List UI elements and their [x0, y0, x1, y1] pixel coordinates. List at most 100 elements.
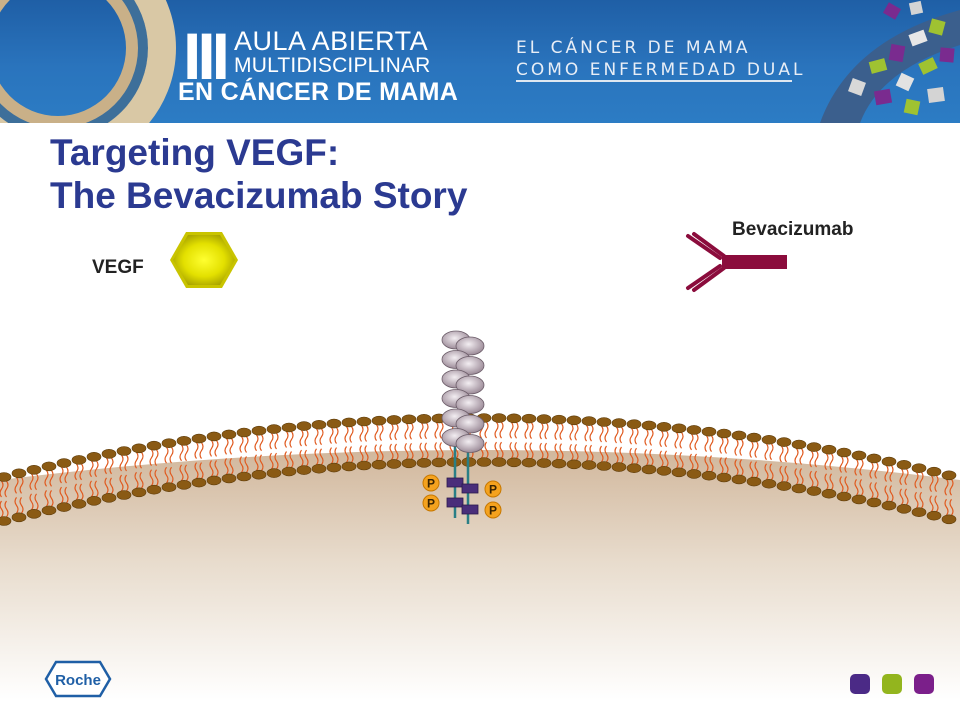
- kinase-domain: [446, 477, 464, 488]
- lipid-head: [716, 428, 732, 439]
- lipid-tail: [929, 475, 934, 513]
- phosphate-label: P: [427, 497, 435, 511]
- lipid-head: [866, 497, 882, 508]
- lipid-tail: [184, 444, 189, 482]
- lipid-tail: [584, 424, 589, 462]
- lipid-tail: [244, 436, 249, 473]
- cell-membrane: [0, 413, 957, 526]
- lipid-head: [746, 432, 762, 443]
- lipid-head: [71, 499, 87, 509]
- lipid-tail: [944, 478, 949, 516]
- lipid-tail: [49, 470, 54, 507]
- lipid-tail: [269, 432, 274, 470]
- lipid-tail: [619, 426, 624, 464]
- lipid-head: [86, 452, 102, 462]
- lipid-tail: [704, 435, 709, 473]
- lipid-head: [281, 422, 297, 433]
- roche-logo-text: Roche: [55, 672, 101, 689]
- lipid-head: [731, 474, 747, 485]
- lipid-tail: [439, 422, 444, 459]
- lipid-tail: [374, 424, 379, 462]
- ig-domain-right: [455, 375, 485, 395]
- lipid-head: [701, 470, 717, 481]
- phosphate-circle: [422, 474, 440, 492]
- lipid-head: [806, 442, 822, 452]
- lipid-head: [806, 486, 822, 496]
- lipid-head: [506, 413, 522, 424]
- lipid-tail: [364, 425, 369, 462]
- vegf-ligand: [170, 232, 238, 288]
- lipid-tail: [19, 476, 24, 514]
- lipid-head: [296, 421, 312, 431]
- lipid-tail: [4, 480, 9, 518]
- ig-domain-right: [455, 336, 485, 356]
- lipid-tail: [554, 423, 559, 460]
- lipid-head: [71, 455, 87, 465]
- lipid-head: [41, 461, 57, 472]
- logo-mark: III: [183, 19, 230, 93]
- lipid-head: [851, 494, 867, 505]
- lipid-head: [431, 457, 447, 468]
- lipid-head: [686, 425, 702, 435]
- lipid-tail: [799, 448, 804, 485]
- lipid-tail: [934, 475, 939, 513]
- lipid-tail: [649, 429, 654, 466]
- lipid-tail: [914, 471, 919, 509]
- lipid-tail: [689, 433, 694, 471]
- lipid-tail: [829, 453, 834, 491]
- lipid-head: [131, 443, 147, 454]
- phosphate-label: P: [489, 504, 497, 518]
- lipid-tail: [119, 454, 124, 492]
- lipid-head: [191, 433, 207, 444]
- lipid-tail: [739, 439, 744, 476]
- lipid-tail: [164, 446, 169, 484]
- lipid-head: [566, 459, 582, 470]
- lipid-head: [236, 427, 252, 438]
- phosphate-label: P: [427, 477, 435, 491]
- lipid-tail: [154, 449, 159, 487]
- lipid-head: [161, 438, 177, 448]
- lipid-head: [671, 423, 687, 434]
- lipid-head: [656, 422, 672, 432]
- lipid-head: [356, 460, 372, 471]
- lipid-tail: [344, 426, 349, 463]
- phosphate-circle: [484, 501, 502, 519]
- lipid-head: [146, 484, 162, 495]
- lipid-head: [761, 434, 777, 445]
- lipid-tail: [824, 453, 829, 491]
- lipid-head: [491, 457, 507, 467]
- lipid-tail: [94, 460, 99, 498]
- lipid-tail: [389, 423, 394, 461]
- lipid-head: [926, 466, 942, 477]
- lipid-tail: [569, 423, 574, 461]
- lipid-tail: [659, 430, 664, 468]
- lipid-tail: [394, 423, 399, 461]
- lipid-head: [56, 458, 72, 468]
- vegf-label: VEGF: [92, 257, 144, 278]
- lipid-tail: [709, 435, 714, 473]
- slide-title-line-1: Targeting VEGF:: [50, 132, 340, 173]
- lipid-tail: [539, 422, 544, 460]
- lipid-head: [0, 516, 12, 526]
- lipid-tail: [124, 454, 129, 492]
- lipid-tail: [719, 437, 724, 474]
- green-square: [882, 674, 902, 694]
- lipid-tail: [134, 451, 139, 489]
- lipid-tail: [419, 422, 424, 460]
- lipid-head: [296, 465, 312, 475]
- lipid-tail: [784, 445, 789, 483]
- lipid-head: [521, 457, 537, 468]
- lipid-tail: [199, 442, 204, 479]
- lipid-tail: [29, 473, 34, 511]
- lipid-tail: [44, 470, 49, 507]
- lipid-tail: [734, 439, 739, 476]
- lipid-tail: [179, 444, 184, 482]
- lipid-tail: [434, 422, 439, 459]
- lipid-tail: [254, 434, 259, 472]
- lipid-head: [581, 416, 597, 426]
- purple-square: [850, 674, 870, 694]
- banner-subtitle-line-2: COMO ENFERMEDAD DUAL: [516, 60, 806, 80]
- lipid-tail: [764, 443, 769, 481]
- phosphate-label: P: [489, 483, 497, 497]
